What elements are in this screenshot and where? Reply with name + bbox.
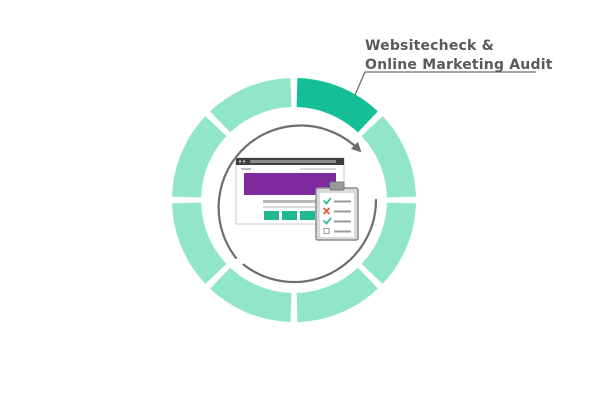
cycle-arrow-lower [242,198,378,284]
clipboard-checklist-icon [315,181,359,241]
ring-segment-phase-5 [210,267,292,322]
callout-leader-line [354,71,536,96]
checkmark-icon [323,217,332,225]
ring-segment-phase-7 [172,116,227,198]
checklist-line [334,220,351,223]
checklist-item-cross [323,207,351,215]
phase-label: Websitecheck & Online Marketing Audit [365,37,565,75]
browser-button-2 [282,211,297,220]
checklist [323,197,351,234]
checklist-item-empty [323,228,351,234]
clipboard-clip [329,181,345,191]
checkmark-icon [323,197,332,205]
checklist-item-check [323,197,351,205]
browser-banner [244,173,336,195]
phase-label-line-2: Online Marketing Audit [365,57,553,73]
checklist-line [334,230,351,233]
ring-segment-phase-6 [172,202,227,284]
cycle-arrow [217,124,362,260]
browser-button-3 [300,211,315,220]
ring-segment-websitecheck-online-marketing-audit [296,78,378,133]
ring-segment-phase-2 [361,116,416,198]
ring-segment-phase-3 [361,202,416,284]
checklist-line [334,210,351,213]
ring-segment-phase-8 [210,78,292,133]
empty-checkbox-icon [323,228,330,234]
cross-icon [323,207,330,215]
phase-label-line-1: Websitecheck & [365,38,495,54]
checklist-item-check [323,217,351,225]
checklist-line [334,200,351,203]
ring-segment-phase-4 [296,267,378,322]
cycle-ring [172,78,416,322]
browser-button-1 [264,211,279,220]
